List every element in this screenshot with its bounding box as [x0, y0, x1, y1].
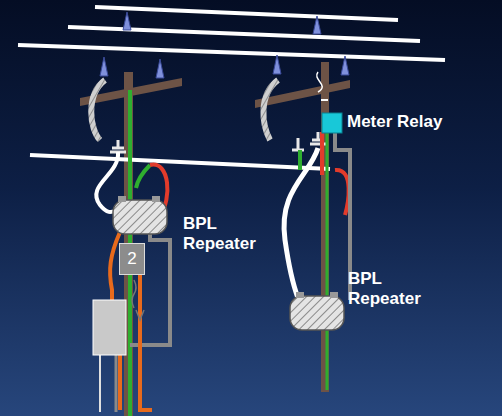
- wire: [118, 355, 122, 410]
- transformer-box: 2: [119, 243, 145, 275]
- bpl-repeater: [113, 196, 167, 234]
- wire: [320, 132, 324, 175]
- wire: [317, 72, 322, 92]
- wire: [99, 355, 101, 412]
- callout-number: 2: [127, 249, 136, 269]
- insulator: [100, 12, 349, 78]
- surge-arrester: [132, 280, 144, 320]
- coupler: [292, 138, 304, 150]
- power-line: [18, 45, 445, 60]
- coupler: [110, 140, 126, 152]
- wire: [284, 148, 318, 298]
- bpl-repeater: [290, 292, 344, 330]
- equipment-box: [93, 300, 126, 355]
- repeater-label: BPL Repeater: [348, 269, 448, 309]
- braided-cable: [91, 80, 105, 140]
- meter-relay-label: Meter Relay: [347, 112, 487, 132]
- wire: [96, 152, 118, 212]
- wire: [298, 150, 302, 170]
- braided-cable: [263, 80, 278, 140]
- wire: [321, 99, 328, 101]
- utility-pole: [321, 62, 329, 392]
- wire: [335, 132, 350, 300]
- wire: [115, 355, 118, 412]
- power-line: [95, 7, 398, 20]
- power-line: [68, 27, 420, 41]
- ground-wire: [326, 130, 329, 390]
- repeater-label: BPL Repeater: [183, 214, 263, 254]
- meter-relay: [322, 113, 342, 133]
- wire: [140, 275, 152, 410]
- neutral-line: [30, 155, 330, 169]
- wire: [335, 170, 349, 215]
- wire: [136, 165, 150, 188]
